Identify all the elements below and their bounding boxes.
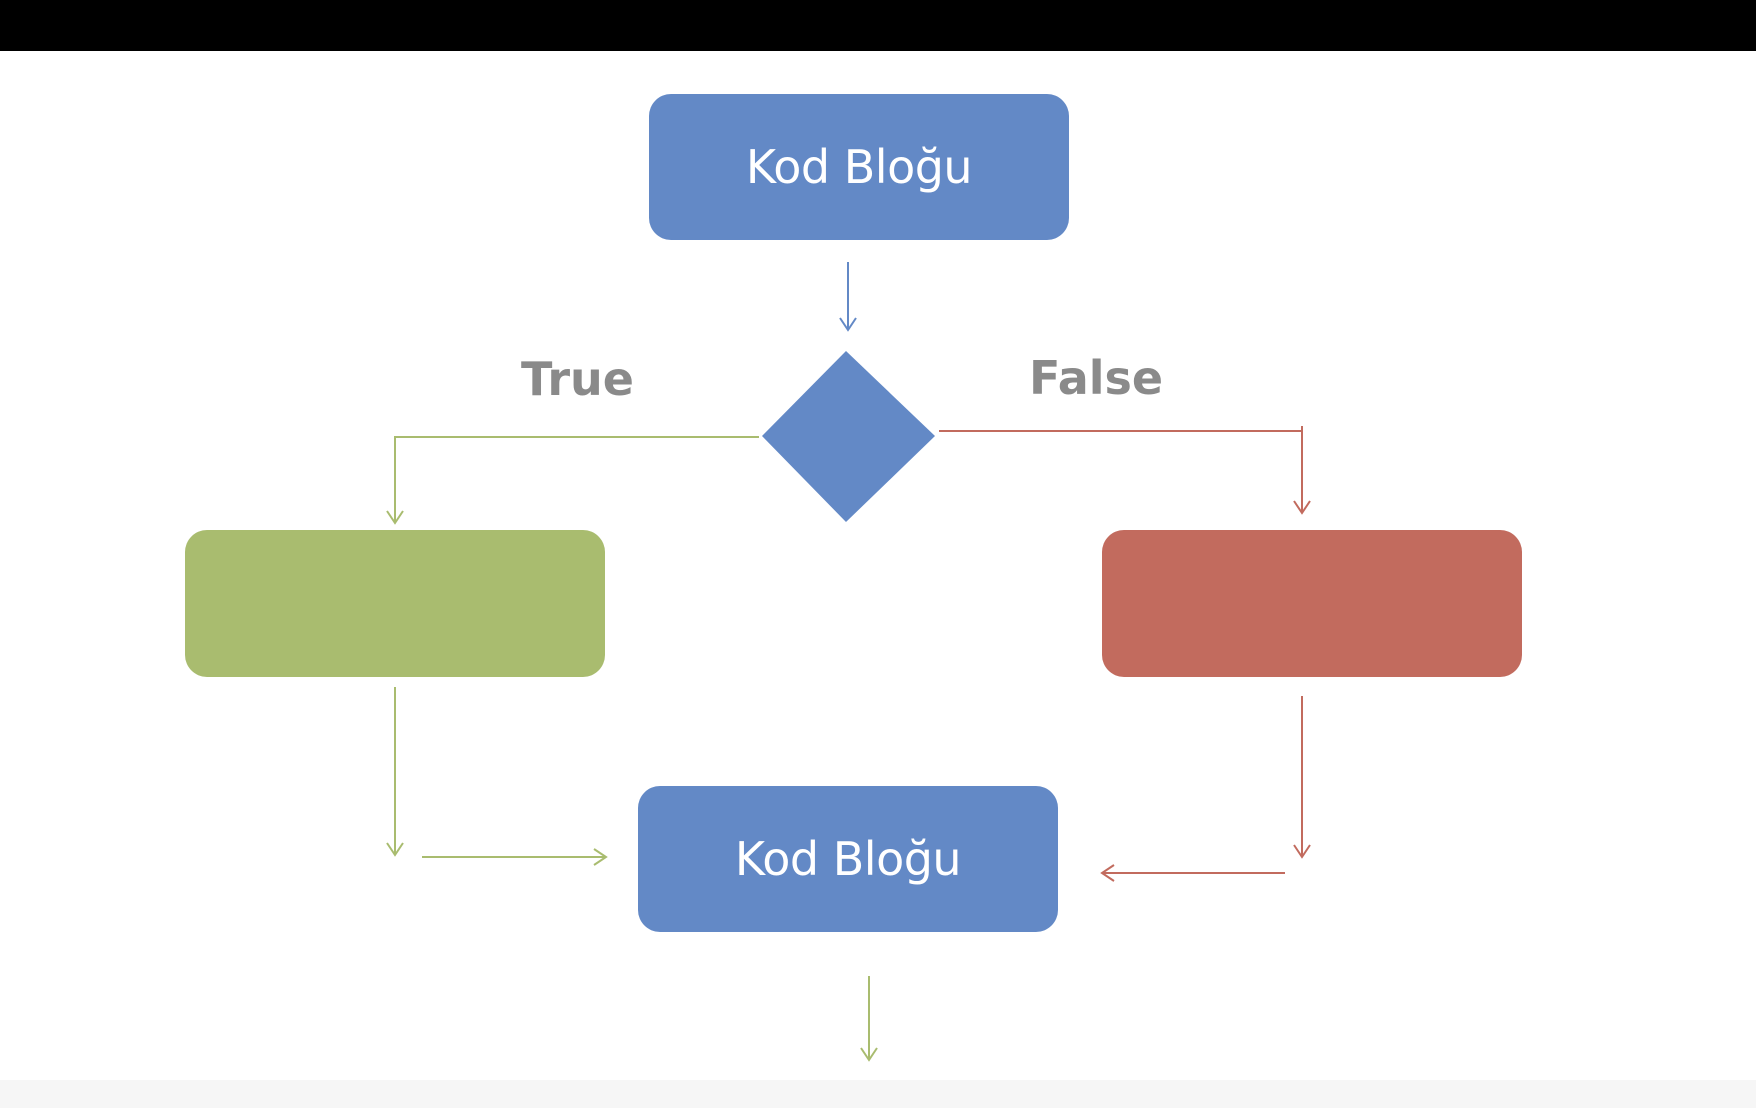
- code-block-bottom: Kod Bloğu: [638, 786, 1058, 932]
- true-branch-label: True: [521, 352, 634, 406]
- code-block-bottom-label: Kod Bloğu: [734, 832, 962, 886]
- code-block-top-label: Kod Bloğu: [745, 140, 973, 194]
- true-block: [185, 530, 605, 677]
- code-block-top: Kod Bloğu: [649, 94, 1069, 240]
- decision-diamond: [762, 351, 935, 522]
- arrow-true-into-bottom: [422, 848, 608, 866]
- arrow-false-branch: [939, 426, 1311, 515]
- arrow-true-branch: [386, 436, 759, 525]
- false-branch-label: False: [1029, 351, 1164, 405]
- top-black-bar: [0, 0, 1756, 51]
- arrow-false-down: [1293, 696, 1311, 859]
- arrow-top-to-decision: [839, 262, 857, 332]
- false-block: [1102, 530, 1522, 677]
- bottom-strip: [0, 1080, 1756, 1108]
- arrow-exit-down: [860, 976, 878, 1062]
- arrow-true-down: [386, 687, 404, 857]
- arrow-false-into-bottom: [1100, 864, 1285, 882]
